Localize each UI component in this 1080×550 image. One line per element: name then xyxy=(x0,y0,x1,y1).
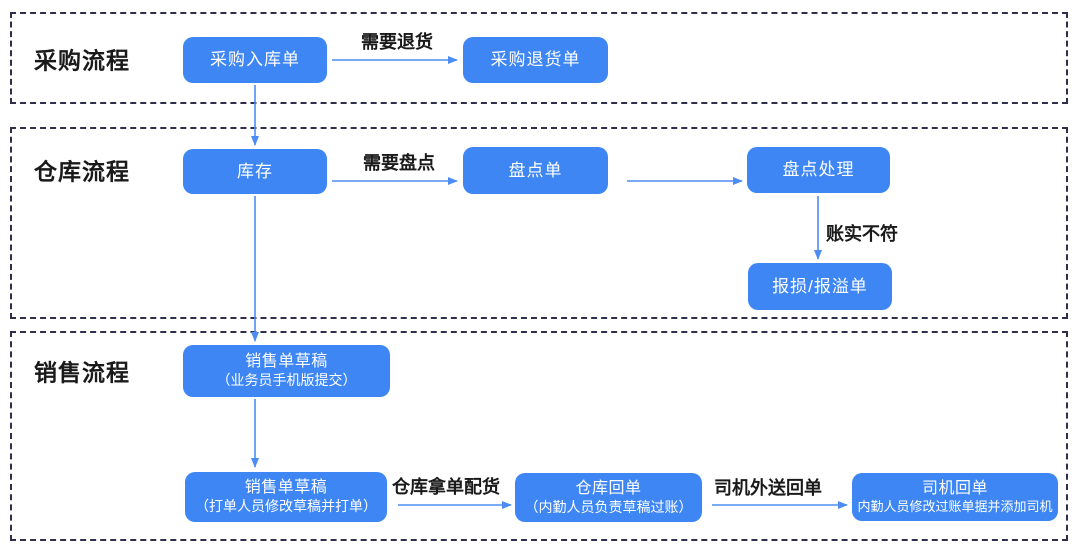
flow-arrow-label-print-to-warehouse: 仓库拿单配货 xyxy=(392,477,500,497)
node-sales-draft-print[interactable]: 销售单草稿（打单人员修改草稿并打单） xyxy=(185,472,387,522)
node-stocktake-processing[interactable]: 盘点处理 xyxy=(747,147,890,193)
node-inventory-label-1: 库存 xyxy=(237,161,273,181)
node-warehouse-receipt[interactable]: 仓库回单（内勤人员负责草稿过账） xyxy=(515,473,702,522)
node-sales-draft-print-label-1: 销售单草稿 xyxy=(244,479,328,497)
process-section-sales xyxy=(10,331,1068,541)
node-loss-overflow-order-label-1: 报损/报溢单 xyxy=(772,276,868,296)
node-stocktake-order-label-1: 盘点单 xyxy=(508,160,563,180)
process-section-warehouse xyxy=(10,127,1068,319)
section-title-warehouse: 仓库流程 xyxy=(34,158,130,185)
node-inventory[interactable]: 库存 xyxy=(183,149,327,194)
node-sales-draft-print-label-2: （打单人员修改草稿并打单） xyxy=(195,498,377,515)
process-section-purchase xyxy=(10,12,1068,104)
flow-arrow-label-processing-to-loss: 账实不符 xyxy=(826,224,898,244)
flow-arrow-label-inventory-to-stocktake: 需要盘点 xyxy=(363,153,435,173)
node-sales-draft-mobile[interactable]: 销售单草稿（业务员手机版提交） xyxy=(183,345,390,397)
node-stocktake-order[interactable]: 盘点单 xyxy=(463,147,608,194)
node-warehouse-receipt-label-1: 仓库回单 xyxy=(575,479,642,497)
node-purchase-inbound-order[interactable]: 采购入库单 xyxy=(183,37,327,83)
node-driver-receipt-label-1: 司机回单 xyxy=(921,479,988,497)
node-purchase-return-order-label-1: 采购退货单 xyxy=(490,50,581,70)
flow-arrow-label-warehouse-to-driver: 司机外送回单 xyxy=(714,478,822,498)
flow-arrow-label-inbound-to-return: 需要退货 xyxy=(361,32,433,52)
node-sales-draft-mobile-label-2: （业务员手机版提交） xyxy=(216,372,357,389)
node-loss-overflow-order[interactable]: 报损/报溢单 xyxy=(748,263,892,310)
node-stocktake-processing-label-1: 盘点处理 xyxy=(782,160,855,180)
node-purchase-return-order[interactable]: 采购退货单 xyxy=(463,37,608,83)
node-purchase-inbound-order-label-1: 采购入库单 xyxy=(210,50,300,70)
section-title-purchase: 采购流程 xyxy=(34,47,130,74)
section-title-sales: 销售流程 xyxy=(34,359,130,386)
node-sales-draft-mobile-label-1: 销售单草稿 xyxy=(245,353,328,371)
node-warehouse-receipt-label-2: （内勤人员负责草稿过账） xyxy=(524,498,693,515)
node-driver-receipt-label-2: 内勤人员修改过账单据并添加司机 xyxy=(857,498,1053,514)
node-driver-receipt[interactable]: 司机回单内勤人员修改过账单据并添加司机 xyxy=(852,473,1058,521)
